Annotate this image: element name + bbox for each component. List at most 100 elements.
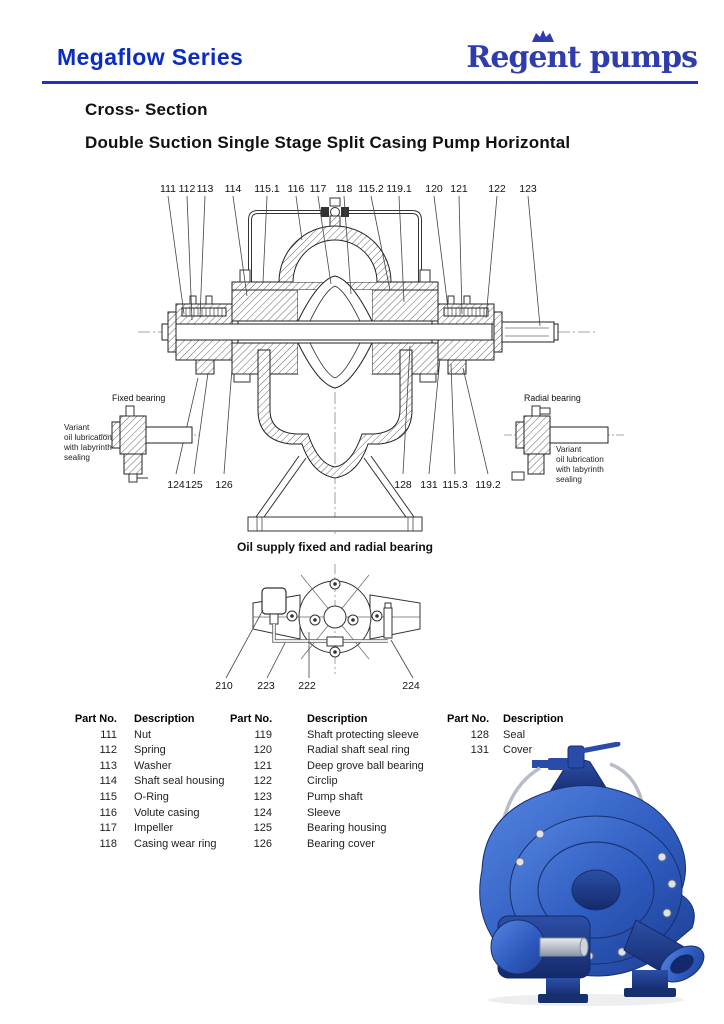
- part-no: 121: [253, 759, 272, 772]
- part-row: 115 O-Ring: [70, 790, 225, 806]
- part-callout: 124: [167, 479, 185, 491]
- part-row: 112 Spring: [70, 743, 225, 759]
- oil-part-callouts: 210 223 222 224: [215, 680, 420, 692]
- variant-note-line: Variant: [556, 445, 582, 454]
- part-callout: 115.2: [358, 183, 384, 195]
- radial-bearing-inset: Radial bearing Variant oil lubrication w…: [504, 393, 624, 484]
- part-row: 114 Shaft seal housing: [70, 774, 225, 790]
- right-bearing-assembly: [419, 295, 503, 383]
- part-callout: 223: [257, 680, 275, 692]
- pedestal: [247, 455, 423, 532]
- part-row: 131 Cover: [447, 743, 564, 759]
- description-header: Description: [503, 713, 564, 725]
- volute-casing-bottom: [257, 349, 413, 479]
- variant-note-line: oil lubrication: [64, 433, 112, 442]
- variant-note-line: sealing: [64, 453, 90, 462]
- part-no: 118: [99, 837, 117, 850]
- bearing-unit: [490, 915, 591, 979]
- part-description: Bearing cover: [307, 837, 375, 850]
- part-callout: 128: [394, 479, 412, 491]
- part-row: 113 Washer: [70, 759, 225, 775]
- part-callout: 119.1: [386, 183, 412, 195]
- oil-supply-diagram: 210 223 222 224: [215, 564, 421, 692]
- section-title: Cross- Section: [85, 100, 208, 119]
- part-no-header: Part No.: [447, 713, 490, 725]
- oil-piping: [261, 587, 393, 647]
- part-callout: 122: [488, 183, 506, 195]
- part-no: 119: [254, 728, 272, 741]
- part-callout: 125: [185, 479, 203, 491]
- part-callout: 117: [310, 183, 327, 195]
- discharge-flange: [623, 919, 705, 983]
- part-callout: 131: [420, 479, 438, 491]
- part-callout: 120: [425, 183, 443, 195]
- variant-note-line: with labyrinth: [555, 465, 604, 474]
- part-description: Casing wear ring: [134, 837, 217, 850]
- part-no: 111: [100, 728, 117, 741]
- regent-pumps-logo: Regent pumps: [466, 30, 698, 80]
- header-rule: [42, 81, 698, 84]
- part-no: 123: [253, 790, 272, 803]
- pump-photo: [479, 742, 705, 1006]
- balance-pipe: [248, 197, 422, 300]
- part-no: 113: [99, 759, 117, 772]
- pump-feet: [538, 970, 676, 1003]
- radial-bearing-label: Radial bearing: [524, 393, 581, 403]
- part-callout: 126: [215, 479, 233, 491]
- part-no: 126: [253, 837, 272, 850]
- part-description: Volute casing: [134, 806, 200, 819]
- casing-and-impeller: [231, 275, 439, 389]
- part-description: Spring: [134, 744, 166, 757]
- part-no: 115: [99, 790, 117, 803]
- part-callout: 118: [336, 183, 353, 195]
- part-description: Circlip: [307, 775, 338, 788]
- part-no: 120: [253, 744, 272, 757]
- shaft-end: [539, 937, 585, 957]
- part-no: 117: [99, 822, 117, 835]
- series-title: Megaflow Series: [57, 44, 244, 70]
- part-row: 118 Casing wear ring: [70, 837, 225, 853]
- variant-note-line: sealing: [556, 475, 582, 484]
- flange-bolts: [286, 578, 383, 658]
- pump-shaft: [161, 317, 559, 347]
- part-callout: 116: [288, 183, 305, 195]
- part-no: 116: [99, 806, 117, 819]
- top-part-callouts: 111 112 113 114 115.1 116 117 118 115.2 …: [160, 183, 537, 195]
- part-no: 112: [99, 744, 117, 757]
- part-description: Impeller: [134, 822, 174, 835]
- part-callout: 119.2: [475, 479, 501, 491]
- variant-note-line: oil lubrication: [556, 455, 604, 464]
- part-description: Pump shaft: [307, 790, 363, 803]
- crown-icon: [532, 30, 555, 42]
- part-callout: 114: [225, 183, 242, 195]
- part-callout: 113: [197, 183, 214, 195]
- left-bearing-assembly: [167, 295, 251, 383]
- part-description: O-Ring: [134, 790, 169, 803]
- part-description: Washer: [134, 759, 172, 772]
- part-callout: 111: [160, 183, 176, 195]
- valve-lever: [573, 742, 621, 755]
- fixed-bearing-label: Fixed bearing: [112, 393, 165, 403]
- oil-supply-caption: Oil supply fixed and radial bearing: [236, 540, 434, 554]
- part-no-header: Part No.: [230, 713, 273, 725]
- part-description: Cover: [503, 744, 533, 757]
- part-description: Shaft seal housing: [134, 775, 225, 788]
- part-callout: 222: [298, 680, 316, 692]
- bottom-leader-lines: [175, 345, 489, 475]
- part-callout: 112: [179, 183, 196, 195]
- part-description: Sleeve: [307, 806, 341, 819]
- bottom-part-callouts: 124 125 126 128 131 115.3 119.2: [167, 479, 501, 491]
- page-subtitle: Double Suction Single Stage Split Casing…: [85, 133, 571, 152]
- top-leader-lines: [167, 195, 541, 327]
- part-no: 114: [99, 775, 117, 788]
- part-no: 131: [470, 744, 489, 757]
